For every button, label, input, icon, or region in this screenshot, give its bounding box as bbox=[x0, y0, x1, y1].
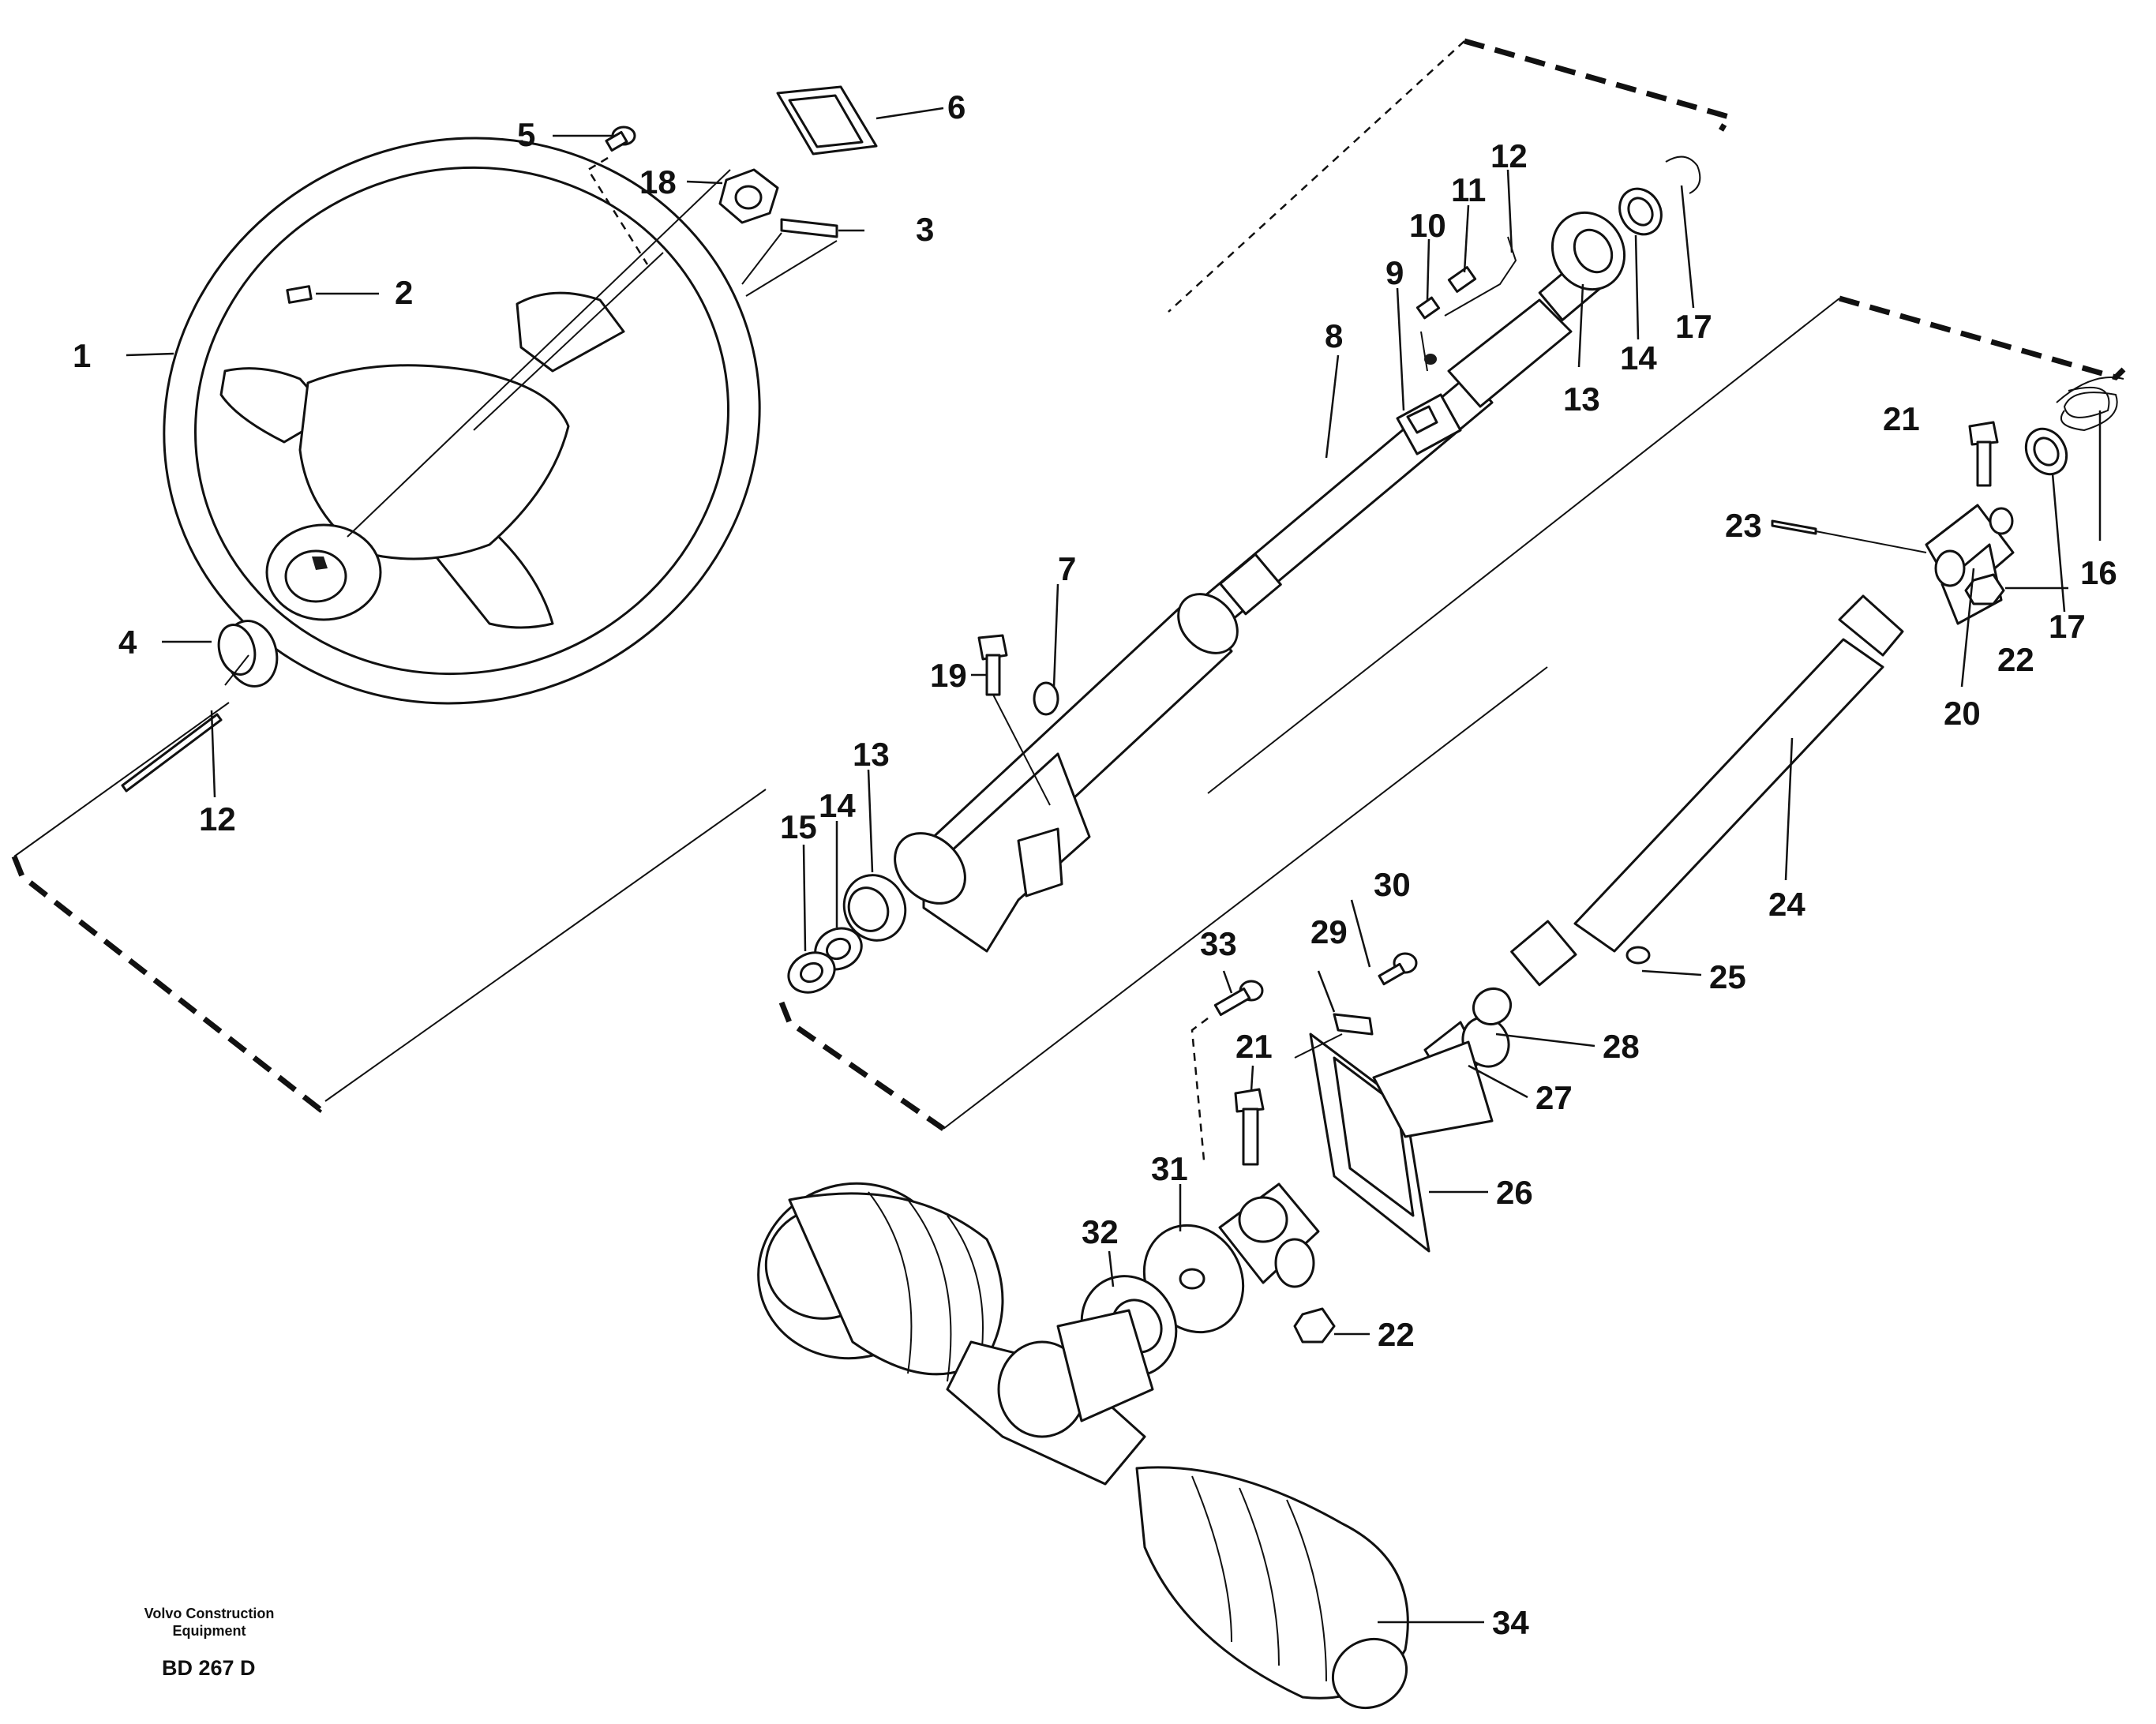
callout-31: 31 bbox=[1151, 1150, 1188, 1187]
callout-15: 15 bbox=[780, 808, 817, 845]
company-line-1: Volvo Construction bbox=[144, 1606, 275, 1621]
callout-27: 27 bbox=[1535, 1079, 1573, 1116]
callout-13-lower: 13 bbox=[853, 736, 890, 773]
callout-4: 4 bbox=[118, 624, 137, 661]
callout-10: 10 bbox=[1409, 207, 1446, 244]
bolt-19 bbox=[977, 634, 1051, 806]
callout-13-upper: 13 bbox=[1563, 380, 1600, 418]
callout-2: 2 bbox=[395, 274, 413, 311]
footer: Volvo Construction Equipment BD 267 D bbox=[144, 1606, 275, 1680]
clip-17-upper bbox=[1665, 156, 1701, 194]
ring-17-lower bbox=[2024, 427, 2068, 476]
callout-6: 6 bbox=[947, 88, 966, 126]
cover-6 bbox=[776, 85, 878, 156]
washer-14-upper bbox=[1618, 187, 1663, 236]
company-line-2: Equipment bbox=[173, 1623, 246, 1639]
callout-14-upper: 14 bbox=[1620, 339, 1657, 377]
column-shaft-8 bbox=[1198, 250, 1612, 625]
intermediate-shaft-24 bbox=[1510, 594, 1904, 987]
bolt-21-upper bbox=[1968, 421, 1999, 487]
column-tube-7 bbox=[894, 593, 1239, 953]
bolt-21-lower bbox=[1234, 1088, 1265, 1166]
callout-30: 30 bbox=[1374, 866, 1411, 903]
callout-21-upper: 21 bbox=[1883, 400, 1920, 437]
callout-17-upper: 17 bbox=[1675, 308, 1712, 345]
callout-labels: 1 2 3 4 5 6 18 12 7 8 9 10 11 12 13 14 1… bbox=[73, 88, 2117, 1641]
callout-14-lower: 14 bbox=[819, 787, 856, 824]
callout-5: 5 bbox=[517, 116, 535, 153]
leader-lines bbox=[126, 107, 2102, 1624]
ring-4 bbox=[217, 620, 279, 688]
bracket-29 bbox=[1294, 1013, 1374, 1059]
callout-12-wheel: 12 bbox=[199, 800, 236, 838]
callout-18: 18 bbox=[639, 163, 677, 201]
screw-33 bbox=[1190, 980, 1264, 1161]
pad-3 bbox=[741, 218, 838, 297]
plate-26 bbox=[1309, 1033, 1494, 1253]
callout-16: 16 bbox=[2080, 554, 2117, 591]
callout-19: 19 bbox=[930, 657, 967, 694]
key-12-wheel bbox=[121, 654, 249, 793]
callout-8: 8 bbox=[1325, 317, 1343, 354]
seal-15 bbox=[787, 951, 836, 994]
callout-25: 25 bbox=[1709, 958, 1746, 995]
callout-24: 24 bbox=[1768, 886, 1805, 923]
nut-22-upper bbox=[1964, 573, 2005, 605]
callout-3: 3 bbox=[916, 211, 934, 248]
bearing-13-upper bbox=[1550, 211, 1626, 291]
drawing-code: BD 267 D bbox=[162, 1656, 256, 1680]
callout-22-lower: 22 bbox=[1378, 1316, 1415, 1353]
callout-28: 28 bbox=[1603, 1028, 1640, 1065]
callout-29: 29 bbox=[1310, 913, 1348, 950]
assembly-frames bbox=[11, 38, 2126, 1131]
callout-17-lower: 17 bbox=[2049, 608, 2086, 645]
callout-20: 20 bbox=[1944, 695, 1981, 732]
callout-11: 11 bbox=[1451, 171, 1486, 208]
callout-26: 26 bbox=[1496, 1174, 1533, 1211]
callout-23: 23 bbox=[1725, 507, 1762, 544]
callout-33: 33 bbox=[1200, 925, 1237, 962]
callout-34: 34 bbox=[1492, 1604, 1529, 1641]
screw-5 bbox=[587, 126, 649, 265]
callout-9: 9 bbox=[1385, 254, 1404, 291]
callout-32: 32 bbox=[1082, 1213, 1119, 1250]
callout-1: 1 bbox=[73, 337, 91, 374]
callout-7: 7 bbox=[1058, 550, 1076, 587]
steering-gear-34 bbox=[757, 1182, 1409, 1710]
callout-22-upper: 22 bbox=[1997, 641, 2034, 678]
nut-22-lower bbox=[1293, 1307, 1336, 1344]
screw-30 bbox=[1378, 952, 1418, 986]
bearing-13-lower bbox=[842, 874, 907, 942]
callout-21-lower: 21 bbox=[1235, 1028, 1273, 1065]
callout-12-column: 12 bbox=[1490, 137, 1528, 174]
steering-wheel bbox=[163, 137, 761, 705]
nut-18 bbox=[718, 168, 779, 224]
spring-16 bbox=[2056, 377, 2124, 432]
pin-23 bbox=[1771, 519, 1927, 553]
